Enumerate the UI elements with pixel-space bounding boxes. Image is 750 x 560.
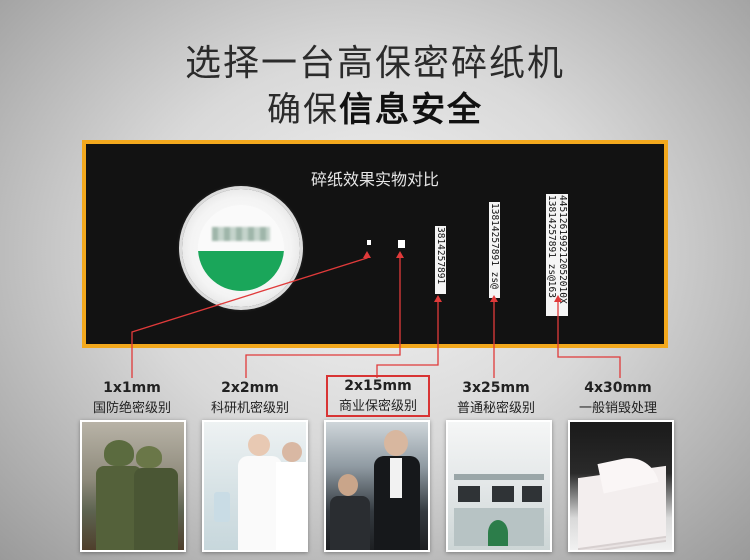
- level-size: 1x1mm: [103, 380, 161, 396]
- headline-line2: 确保信息安全: [0, 82, 750, 131]
- photo-office-cubicles: [446, 420, 552, 552]
- photo-lab-researchers: [202, 420, 308, 552]
- arrowhead-2x15: [434, 295, 442, 302]
- level-size: 3x25mm: [462, 380, 530, 396]
- shred-3x25-strip-a: 13814257891 zs@: [489, 202, 500, 298]
- level-name: 一般销毁处理: [578, 401, 657, 416]
- headline-line2-prefix: 确保: [267, 90, 339, 130]
- level-name: 科研机密级别: [210, 401, 289, 416]
- shred-4x30-strip-a: 13814257891 zs@163: [546, 194, 557, 316]
- photo-soldiers: [80, 420, 186, 552]
- shred-4x30-strip-b: 445126199212052010X: [557, 194, 568, 316]
- headline-line1: 选择一台高保密碎纸机: [184, 43, 565, 84]
- level-size: 4x30mm: [584, 380, 652, 396]
- level-name: 普通秘密级别: [456, 401, 535, 416]
- arrowhead-3x25: [490, 295, 498, 302]
- panel-title: 碎纸效果实物对比: [310, 170, 439, 189]
- level-size: 2x2mm: [221, 380, 279, 396]
- level-label-1x1: 1x1mm 国防绝密级别: [82, 380, 182, 416]
- level-label-3x25: 3x25mm 普通秘密级别: [446, 380, 546, 416]
- level-label-2x2: 2x2mm 科研机密级别: [200, 380, 300, 416]
- photo-paper-stack: [568, 420, 674, 552]
- level-name: 商业保密级别: [338, 399, 417, 414]
- shred-2x2: [398, 240, 405, 248]
- arrowhead-4x30: [554, 295, 562, 302]
- connector-2x15: [376, 297, 439, 378]
- connector-4x30: [557, 297, 621, 378]
- blurred-logo: [212, 227, 270, 241]
- headline-line2-bold: 信息安全: [339, 90, 483, 130]
- bottle-cap-label: [198, 205, 284, 291]
- connector-2x2: [245, 253, 401, 378]
- bottle-cap-image: [182, 189, 300, 307]
- shred-comparison-panel: 碎纸效果实物对比 3814257891 13814257891 zs@ 1381…: [82, 140, 668, 348]
- photo-business-people: [324, 420, 430, 552]
- level-label-4x30: 4x30mm 一般销毁处理: [568, 380, 668, 416]
- shred-2x15-strip: 3814257891: [435, 226, 446, 294]
- level-label-2x15-highlighted: 2x15mm 商业保密级别: [326, 375, 430, 417]
- arrowhead-1x1: [363, 251, 371, 258]
- level-name: 国防绝密级别: [92, 401, 171, 416]
- arrowhead-2x2: [396, 251, 404, 258]
- level-size: 2x15mm: [344, 378, 412, 394]
- shred-1x1: [367, 240, 371, 245]
- connector-1x1: [131, 253, 368, 378]
